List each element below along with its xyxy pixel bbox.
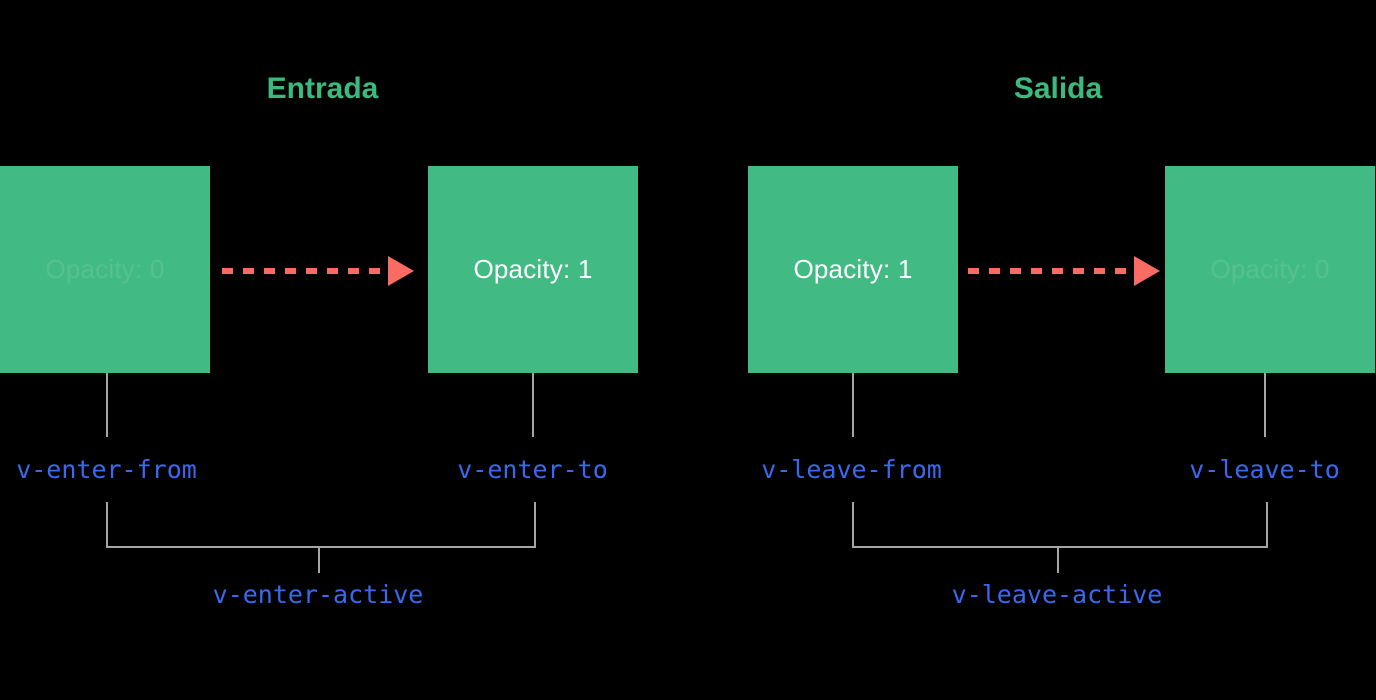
class-label-v-enter-active: v-enter-active [212, 580, 424, 609]
section-title-entrada: Entrada [266, 72, 379, 105]
class-label-v-leave-to: v-leave-to [1189, 455, 1340, 484]
state-box-enter-from: Opacity: 0 [0, 166, 210, 373]
state-box-leave-from: Opacity: 1 [748, 166, 958, 373]
section-title-salida: Salida [1013, 72, 1103, 105]
state-box-leave-from-text: Opacity: 1 [793, 254, 913, 284]
arrow-dashed-line [222, 268, 388, 274]
grouping-bracket-stem-enter [318, 546, 320, 573]
grouping-bracket-stem-leave [1057, 546, 1059, 573]
state-box-enter-from-text: Opacity: 0 [45, 254, 165, 284]
state-box-leave-to: Opacity: 0 [1165, 166, 1375, 373]
dashed-arrow-right-icon-leave [968, 256, 1160, 286]
class-label-v-leave-from: v-leave-from [761, 455, 942, 484]
grouping-bracket-leave [852, 502, 1268, 548]
class-label-v-enter-to: v-enter-to [457, 455, 608, 484]
connector-stem-leave-to [1264, 373, 1266, 437]
arrow-head-triangle [388, 256, 414, 286]
arrow-dashed-line [968, 268, 1134, 274]
class-label-v-leave-active: v-leave-active [951, 580, 1163, 609]
grouping-bracket-enter [106, 502, 536, 548]
connector-stem-leave-from [852, 373, 854, 437]
state-box-enter-to: Opacity: 1 [428, 166, 638, 373]
connector-stem-enter-to [532, 373, 534, 437]
state-box-enter-to-text: Opacity: 1 [473, 254, 593, 284]
arrow-head-triangle [1134, 256, 1160, 286]
connector-stem-enter-from [106, 373, 108, 437]
class-label-v-enter-from: v-enter-from [16, 455, 197, 484]
dashed-arrow-right-icon-enter [222, 256, 414, 286]
state-box-leave-to-text: Opacity: 0 [1210, 254, 1330, 284]
